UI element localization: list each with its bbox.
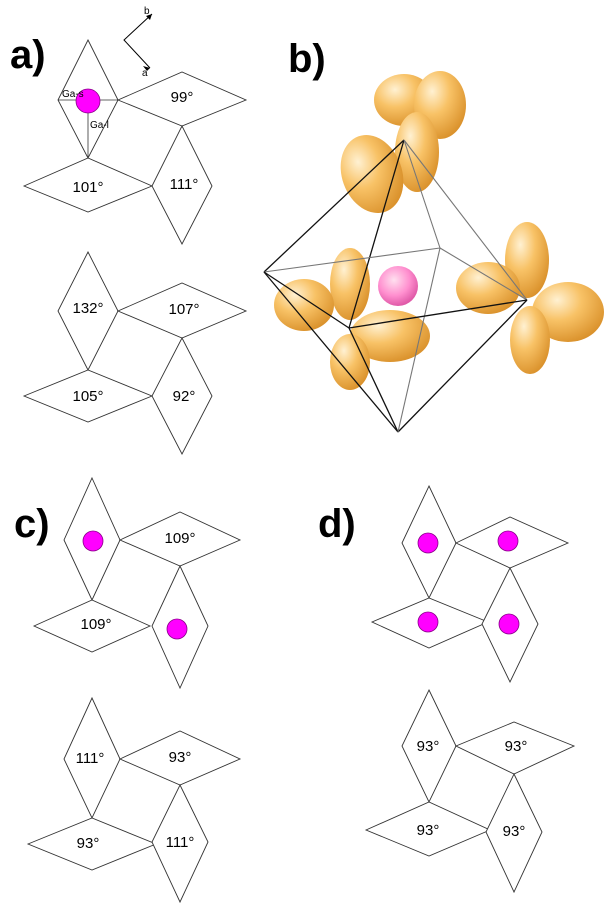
b-axis-label: b xyxy=(144,6,150,17)
axes-indicator: b a xyxy=(123,6,153,79)
angle-a-107: 107° xyxy=(168,301,199,318)
center-atom xyxy=(378,266,418,306)
angle-c-111-a: 111° xyxy=(76,750,105,767)
rhombus-a8 xyxy=(151,337,213,455)
angle-c-93-a: 93° xyxy=(169,749,192,766)
angle-d-93-a: 93° xyxy=(417,738,440,755)
orbital-lobe xyxy=(330,248,370,320)
ga-l-label: Ga-l xyxy=(90,120,109,131)
octahedron-edges xyxy=(263,139,528,433)
angle-c-93-b: 93° xyxy=(77,835,100,852)
rhombus-a2 xyxy=(116,71,248,127)
panel-c: c) 109° 109° 111° 93° 93° 111° xyxy=(14,476,242,904)
ga-s-label: Ga-s xyxy=(62,89,84,100)
orbital-lobe xyxy=(350,310,430,362)
angle-d-93-b: 93° xyxy=(505,738,528,755)
rhombus-c8 xyxy=(151,783,209,904)
panel-a-label: a) xyxy=(10,33,46,77)
ga-atom xyxy=(497,530,519,552)
panel-d: d) 93° 93° 93° 93° xyxy=(318,484,576,894)
panel-d-label: d) xyxy=(318,502,356,546)
angle-a-101: 101° xyxy=(72,179,103,196)
rhombus-c2 xyxy=(118,511,242,567)
panel-b: b) xyxy=(263,37,604,433)
ga-atom xyxy=(417,532,439,554)
panel-c-label: c) xyxy=(14,502,50,546)
panel-b-label: b) xyxy=(288,37,326,81)
angle-d-93-c: 93° xyxy=(417,822,440,839)
ga-atom xyxy=(75,88,101,114)
panel-a: a) b a Ga-s Ga-l 99° 101° 111° 132° 107°… xyxy=(10,6,248,455)
rhombus-d8 xyxy=(485,772,543,894)
rhombus-a4 xyxy=(151,124,213,245)
orbital-lobe xyxy=(532,282,604,342)
a-axis-label: a xyxy=(142,68,148,79)
rhombus-c6 xyxy=(118,730,242,786)
orbital-lobe xyxy=(510,306,550,374)
angle-c-111-b: 111° xyxy=(166,834,195,851)
angle-d-93-d: 93° xyxy=(503,823,526,840)
rhombus-d6 xyxy=(454,721,576,775)
angle-a-132: 132° xyxy=(72,300,103,317)
angle-a-105: 105° xyxy=(72,388,103,405)
orbital-lobe xyxy=(274,279,334,331)
rhombus-c3 xyxy=(32,599,152,653)
rhombus-a6 xyxy=(116,282,248,339)
angle-a-99: 99° xyxy=(171,89,194,106)
ga-atom xyxy=(417,611,439,633)
ga-atom xyxy=(82,530,104,552)
angle-a-92: 92° xyxy=(173,388,196,405)
orbital-lobe xyxy=(456,262,520,314)
ga-atom xyxy=(498,613,520,635)
angle-c-109-b: 109° xyxy=(80,616,111,633)
orbital-lobe xyxy=(330,334,370,390)
ga-atom xyxy=(166,618,188,640)
angle-c-109-a: 109° xyxy=(164,530,195,547)
angle-a-111: 111° xyxy=(170,176,199,193)
